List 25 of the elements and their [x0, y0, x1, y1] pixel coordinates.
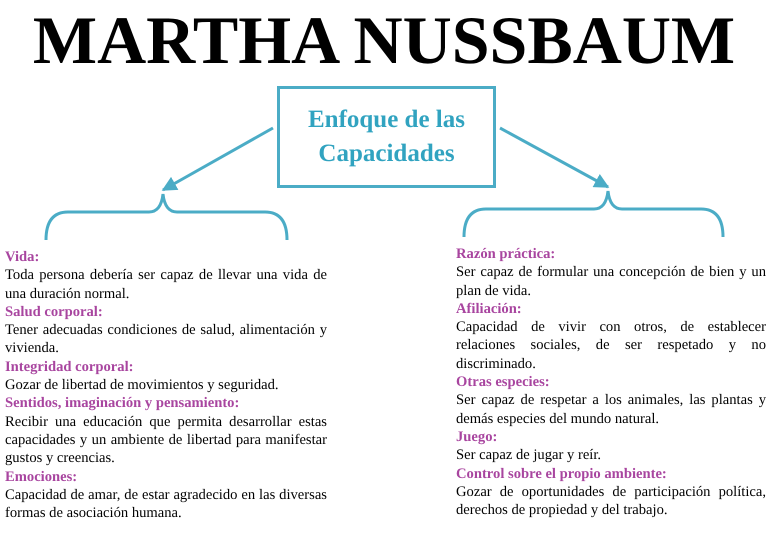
- capability-description: Ser capaz de formular una concepción de bien y un plan de vida.: [456, 263, 766, 300]
- capability-description: Gozar de oportunidades de participación política, derechos de propiedad y del trabajo.: [456, 482, 766, 520]
- arrow: [162, 126, 274, 192]
- capability-heading: Vida:: [5, 248, 40, 266]
- capability-description: Ser capaz de jugar y reír.: [456, 446, 602, 465]
- capability-description: Capacidad de vivir con otros, de establecer relaciones sociales, de ser respetado y no discriminado.: [456, 318, 766, 374]
- capability-heading: Razón práctica:: [456, 245, 556, 264]
- concept-box: [277, 86, 496, 188]
- capability-heading: Salud corporal:: [5, 302, 104, 322]
- title: MARTHA NUSSBAUM: [32, 2, 736, 78]
- capability-heading: Control sobre el propio ambiente:: [456, 464, 668, 483]
- capability-heading: Otras especies:: [456, 373, 551, 392]
- capability-heading: Integridad corporal:: [5, 358, 134, 376]
- capability-description: Capacidad de amar, de estar agradecido en las diversas formas de asociación humana.: [5, 486, 327, 522]
- capability-description: Toda persona debería ser capaz de llevar una vida de una duración normal.: [5, 266, 327, 303]
- arrow: [499, 126, 610, 188]
- capability-description: Tener adecuadas condiciones de salud, alimentación y vivienda.: [5, 321, 327, 358]
- capability-heading: Sentidos, imaginación y pensamiento:: [5, 394, 240, 413]
- box-title: Enfoque de las Capacidades: [307, 105, 466, 169]
- capability-heading: Juego:: [456, 428, 498, 446]
- capability-heading: Afiliación:: [456, 300, 523, 318]
- capability-description: Recibir una educación que permita desarrollar estas capacidades y un ambiente de libertad para manifestar gustos y creencias.: [5, 412, 327, 468]
- capability-description: Gozar de libertad de movimientos y seguridad.: [5, 376, 280, 394]
- capability-heading: Emociones:: [5, 468, 78, 486]
- capability-description: Ser capaz de respetar a los animales, las plantas y demás especies del mundo natural.: [456, 391, 766, 428]
